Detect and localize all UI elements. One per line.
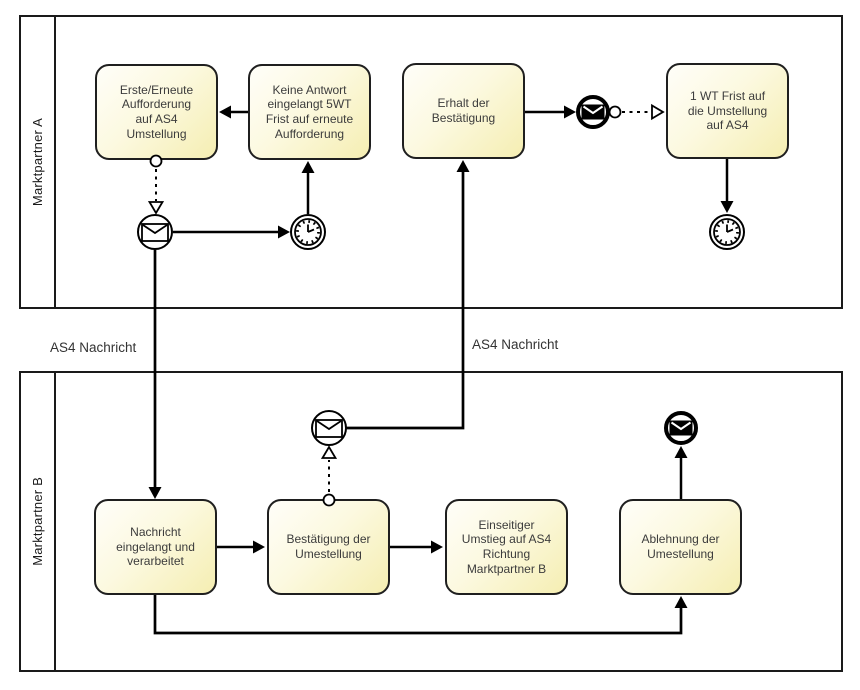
flow-1wtfrist-to-timer2	[720, 159, 734, 213]
flow-nachricht-to-ablehnung	[153, 595, 688, 635]
envelope-filled-icon	[581, 104, 605, 120]
task-keine-antwort-5wt-frist: Keine Antwort eingelangt 5WT Frist auf e…	[248, 64, 371, 160]
task-nachricht-eingelangt: Nachricht eingelangt und verarbeitet	[94, 499, 217, 595]
message-flow-label-right: AS4 Nachricht	[472, 337, 559, 352]
flow-nachricht-to-bestaetigung	[217, 540, 265, 554]
flow-erhalt-to-throw	[525, 105, 576, 119]
task-bestaetigung-umestellung: Bestätigung der Umestellung	[267, 499, 390, 595]
flow-catch-to-timer1	[173, 225, 290, 239]
message-catch-event-a	[137, 214, 173, 250]
pool-b-label-band: Marktpartner B	[21, 373, 56, 670]
clock-icon	[715, 220, 739, 244]
timer-event-2	[709, 214, 745, 250]
task-erste-erneute-aufforderung: Erste/Erneute Aufforderung auf AS4 Umste…	[95, 64, 218, 160]
task-1wt-frist-umstellung: 1 WT Frist auf die Umstellung auf AS4	[666, 63, 789, 159]
envelope-icon	[315, 419, 343, 438]
message-flow-bestaetigung-to-catchB	[320, 445, 338, 507]
envelope-icon	[141, 223, 169, 242]
message-flow-label-left: AS4 Nachricht	[50, 340, 137, 355]
task-einseitiger-umstieg: Einseitiger Umstieg auf AS4 Richtung Mar…	[445, 499, 568, 595]
message-flow-catchA-to-nachricht	[148, 250, 162, 499]
timer-event-1	[290, 214, 326, 250]
message-flow-catchB-to-erhalt	[346, 160, 470, 430]
clock-icon	[296, 220, 320, 244]
task-erhalt-der-bestaetigung: Erhalt der Bestätigung	[402, 63, 525, 159]
task-ablehnung-umestellung: Ablehnung der Umestellung	[619, 499, 742, 595]
flow-keineantwort-to-aufforderung	[219, 105, 248, 119]
flow-bestaetigung-to-einseitiger	[390, 540, 443, 554]
message-throw-event-b	[664, 411, 698, 445]
envelope-filled-icon	[669, 420, 693, 436]
flow-timer1-to-keineantwort	[301, 161, 315, 214]
pool-a-label-band: Marktpartner A	[21, 17, 56, 307]
message-catch-event-b	[311, 410, 347, 446]
flow-ablehnung-to-throwB	[674, 446, 688, 499]
message-throw-event-a	[576, 95, 610, 129]
message-flow-aufforderung-to-catch	[147, 154, 165, 215]
message-flow-throw-to-1wtfrist	[608, 103, 665, 121]
